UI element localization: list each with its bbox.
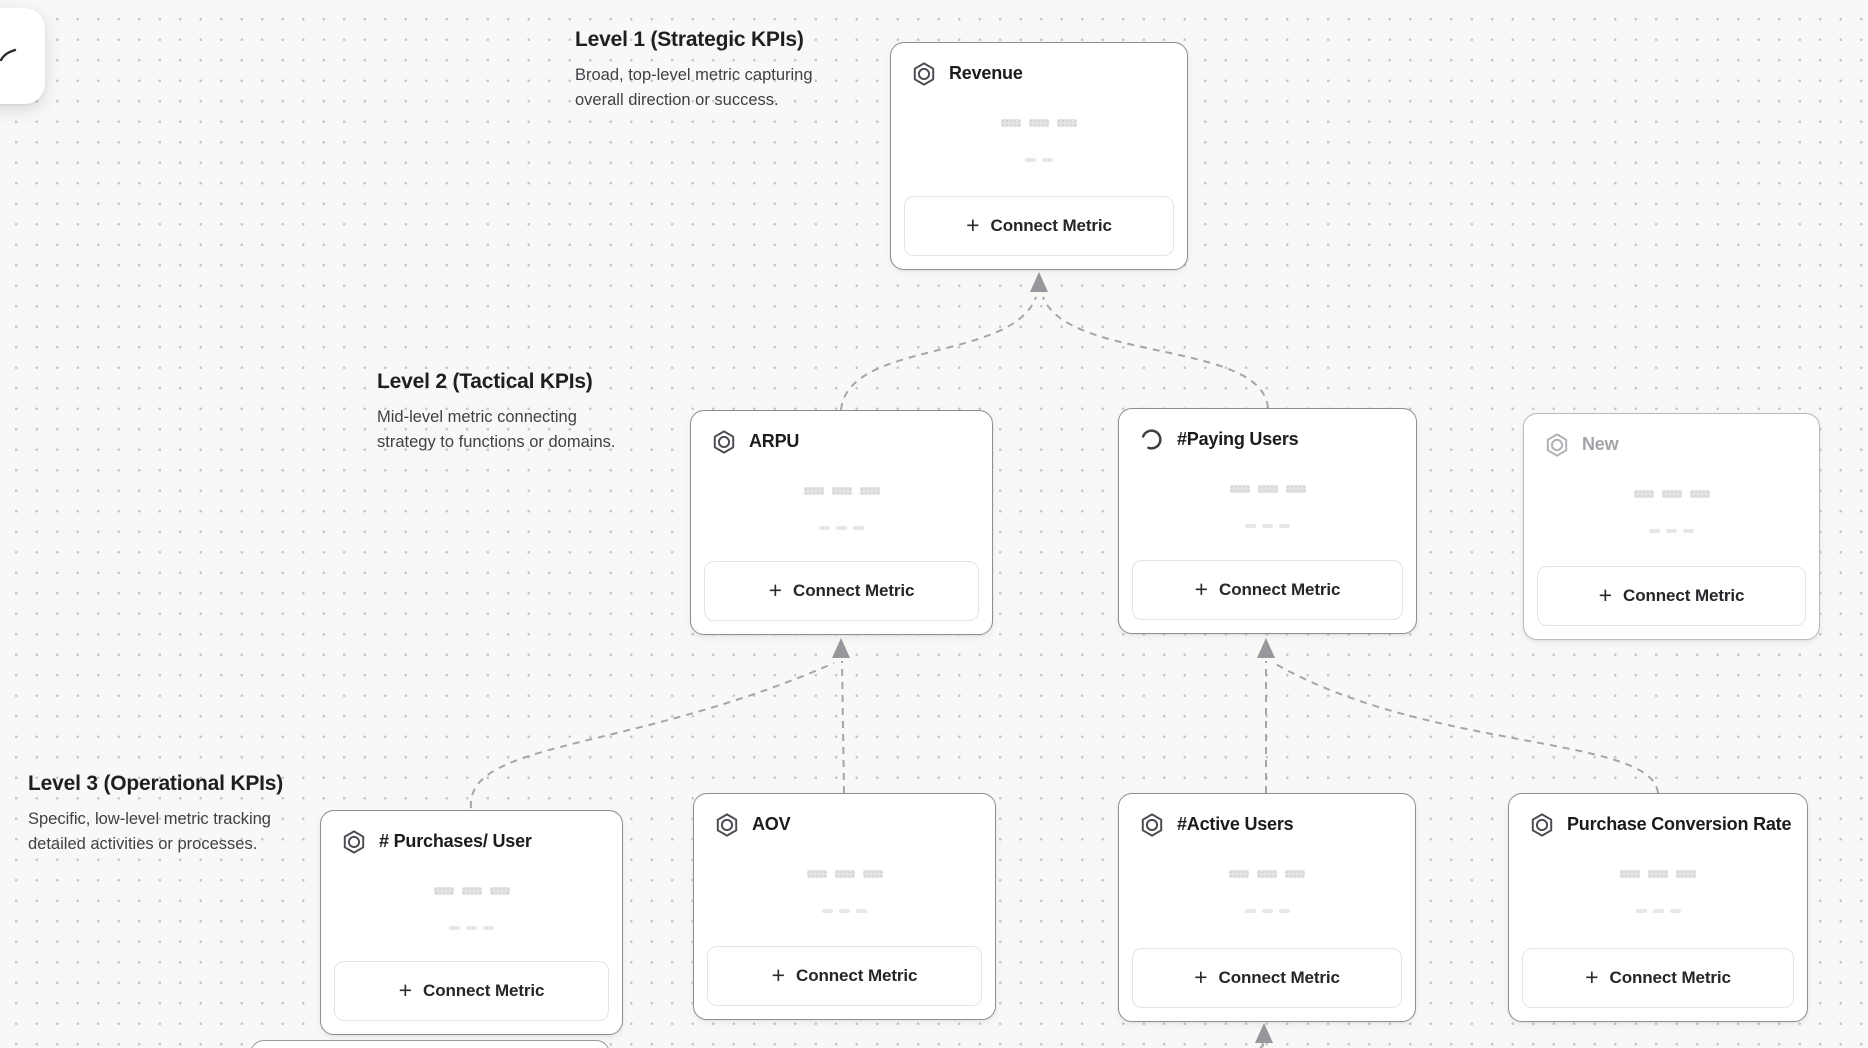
card-header: AOV: [713, 811, 981, 838]
metric-chart-placeholder: [694, 870, 995, 913]
card-header: # Purchases/ User: [340, 828, 608, 855]
connect-metric-label: Connect Metric: [1623, 586, 1745, 605]
connect-metric-button[interactable]: + Connect Metric: [1537, 566, 1806, 626]
level-1-label: Level 1 (Strategic KPIs) Broad, top-leve…: [575, 26, 830, 113]
connector-aov-arpu: [841, 660, 845, 794]
level-1-title: Level 1 (Strategic KPIs): [575, 28, 804, 51]
metric-card-title: AOV: [752, 814, 791, 834]
connect-metric-label: Connect Metric: [1609, 968, 1732, 987]
connect-metric-button[interactable]: + Connect Metric: [904, 196, 1174, 256]
metric-card-title: #Paying Users: [1177, 429, 1299, 449]
level-3-description: Specific, low-level metric tracking deta…: [28, 810, 271, 853]
plus-icon: +: [398, 976, 413, 1003]
metric-chart-placeholder: [1119, 870, 1415, 913]
metric-card-arpu[interactable]: ARPU + Connect Metric: [690, 410, 993, 635]
plus-icon: +: [1598, 581, 1613, 608]
card-header: Revenue: [910, 60, 1173, 87]
canvas-tool-button[interactable]: [0, 8, 45, 104]
metric-card-title: # Purchases/ User: [379, 831, 532, 851]
connector-offscreen-active: [1259, 1042, 1265, 1048]
metric-chart-placeholder: [321, 887, 622, 930]
metric-card-title: Purchase Conversion Rate: [1567, 814, 1792, 834]
connect-metric-button[interactable]: + Connect Metric: [1132, 560, 1403, 620]
plus-icon: +: [771, 961, 786, 988]
connector-arpu-revenue: [840, 296, 1037, 411]
level-2-title: Level 2 (Tactical KPIs): [377, 370, 593, 393]
metric-hexagon-icon: [713, 811, 740, 838]
metric-card-aov[interactable]: AOV + Connect Metric: [693, 793, 996, 1020]
level-3-title: Level 3 (Operational KPIs): [28, 772, 284, 795]
metric-hexagon-icon: [910, 60, 937, 87]
cursor-pen-icon: [0, 48, 17, 62]
metric-card-active-users[interactable]: #Active Users + Connect Metric: [1118, 793, 1416, 1022]
metric-card-title: Revenue: [949, 63, 1023, 83]
metric-hexagon-icon: [1138, 811, 1165, 838]
level-2-description: Mid-level metric connecting strategy to …: [377, 408, 616, 451]
metric-card-paying-users[interactable]: #Paying Users + Connect Metric: [1118, 408, 1417, 634]
connect-metric-label: Connect Metric: [990, 216, 1113, 235]
arrowhead-into-paying-users: [1257, 638, 1275, 658]
level-1-description: Broad, top-level metric capturing overal…: [575, 66, 813, 109]
metric-card-new[interactable]: New + Connect Metric: [1523, 413, 1820, 640]
metric-card-partial[interactable]: [250, 1040, 610, 1048]
connect-metric-label: Connect Metric: [1218, 968, 1341, 987]
metric-card-purchases-per-user[interactable]: # Purchases/ User + Connect Metric: [320, 810, 623, 1035]
metric-hexagon-icon: [710, 428, 737, 455]
metric-hexagon-icon: [1543, 431, 1570, 458]
metric-card-title: New: [1582, 434, 1619, 454]
metric-chart-placeholder: [891, 119, 1187, 162]
card-header: Purchase Conversion Rate: [1528, 811, 1793, 838]
plus-icon: +: [966, 211, 980, 238]
connect-metric-label: Connect Metric: [1219, 580, 1341, 599]
metric-card-revenue[interactable]: Revenue + Connect Metric: [890, 42, 1188, 270]
plus-icon: +: [1585, 963, 1599, 990]
metric-chart-placeholder: [691, 487, 992, 530]
connect-metric-label: Connect Metric: [423, 981, 545, 1000]
connect-metric-button[interactable]: + Connect Metric: [1522, 948, 1794, 1008]
metric-chart-placeholder: [1509, 870, 1807, 913]
metric-chart-placeholder: [1119, 485, 1416, 528]
connect-metric-label: Connect Metric: [793, 581, 915, 600]
plus-icon: +: [768, 576, 783, 603]
metric-card-title: #Active Users: [1177, 814, 1294, 834]
connect-metric-button[interactable]: + Connect Metric: [704, 561, 979, 621]
level-2-label: Level 2 (Tactical KPIs) Mid-level metric…: [377, 368, 627, 455]
connect-metric-button[interactable]: + Connect Metric: [334, 961, 609, 1021]
metric-hexagon-icon: [1528, 811, 1555, 838]
arrowhead-into-revenue: [1030, 272, 1048, 292]
level-3-label: Level 3 (Operational KPIs) Specific, low…: [28, 770, 308, 857]
plus-icon: +: [1194, 963, 1208, 990]
metric-hexagon-icon: [340, 828, 367, 855]
connector-pcr-paying: [1273, 662, 1659, 794]
connect-metric-button[interactable]: + Connect Metric: [1132, 948, 1402, 1008]
loading-spinner-icon: [1138, 426, 1165, 453]
connector-paying-revenue: [1042, 296, 1269, 409]
plus-icon: +: [1194, 575, 1209, 602]
connect-metric-button[interactable]: + Connect Metric: [707, 946, 982, 1006]
connector-purchases-arpu: [469, 662, 835, 809]
card-header: #Paying Users: [1138, 426, 1402, 453]
metric-card-purchase-conversion-rate[interactable]: Purchase Conversion Rate + Connect Metri…: [1508, 793, 1808, 1022]
card-header: #Active Users: [1138, 811, 1401, 838]
arrowhead-into-arpu: [832, 638, 850, 658]
card-header: New: [1543, 431, 1805, 458]
metric-card-title: ARPU: [749, 431, 800, 451]
card-header: ARPU: [710, 428, 978, 455]
metric-chart-placeholder: [1524, 490, 1819, 533]
arrowhead-into-active-users: [1255, 1023, 1273, 1043]
connect-metric-label: Connect Metric: [796, 966, 918, 985]
